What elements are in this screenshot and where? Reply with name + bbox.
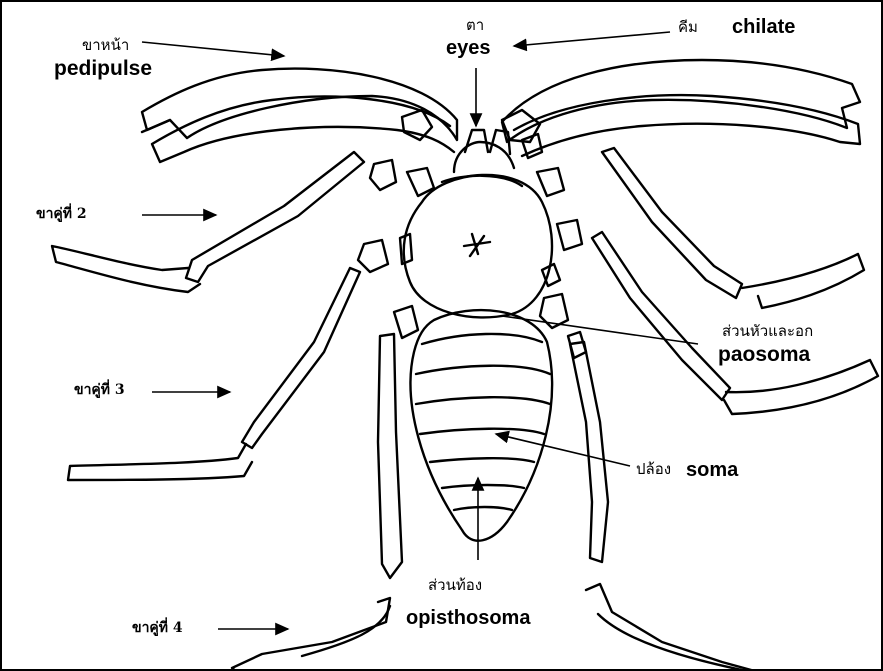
opisthosoma bbox=[411, 310, 552, 541]
arrow-segment bbox=[496, 434, 630, 466]
annotation-arrows bbox=[142, 32, 698, 629]
segment-label-english: soma bbox=[686, 460, 738, 480]
arrow-pedipalp bbox=[142, 42, 284, 56]
prosoma-label-thai: ส่วนหัวและอก bbox=[722, 324, 813, 339]
segment-label-thai: ปล้อง bbox=[636, 462, 671, 477]
chelicera-label-thai: คีม bbox=[678, 20, 698, 35]
leg-2-left bbox=[52, 152, 364, 292]
abdomen-label-thai: ส่วนท้อง bbox=[428, 578, 482, 593]
leg-3-label: ขาคู่ที่ 3 bbox=[74, 383, 125, 397]
pedipalp-label-english: pedipulse bbox=[54, 58, 152, 79]
pedipalp-right bbox=[502, 60, 860, 156]
arrow-chelicera bbox=[514, 32, 670, 46]
leg-4-left bbox=[232, 334, 402, 671]
pedipalp-label-thai: ขาหน้า bbox=[82, 38, 129, 53]
eyes-label-thai: ตา bbox=[466, 18, 484, 33]
leg-2-label: ขาคู่ที่ 2 bbox=[36, 207, 87, 221]
leg-2-right bbox=[602, 148, 864, 308]
prosoma-label-english: paosoma bbox=[718, 344, 810, 365]
prosoma bbox=[404, 175, 552, 318]
chelicera-label-english: chilate bbox=[732, 17, 795, 37]
abdomen-label-english: opisthosoma bbox=[406, 608, 530, 628]
leg-3-left bbox=[68, 268, 360, 480]
leg-4-label: ขาคู่ที่ 4 bbox=[132, 621, 183, 635]
eyes-label-english: eyes bbox=[446, 38, 491, 58]
